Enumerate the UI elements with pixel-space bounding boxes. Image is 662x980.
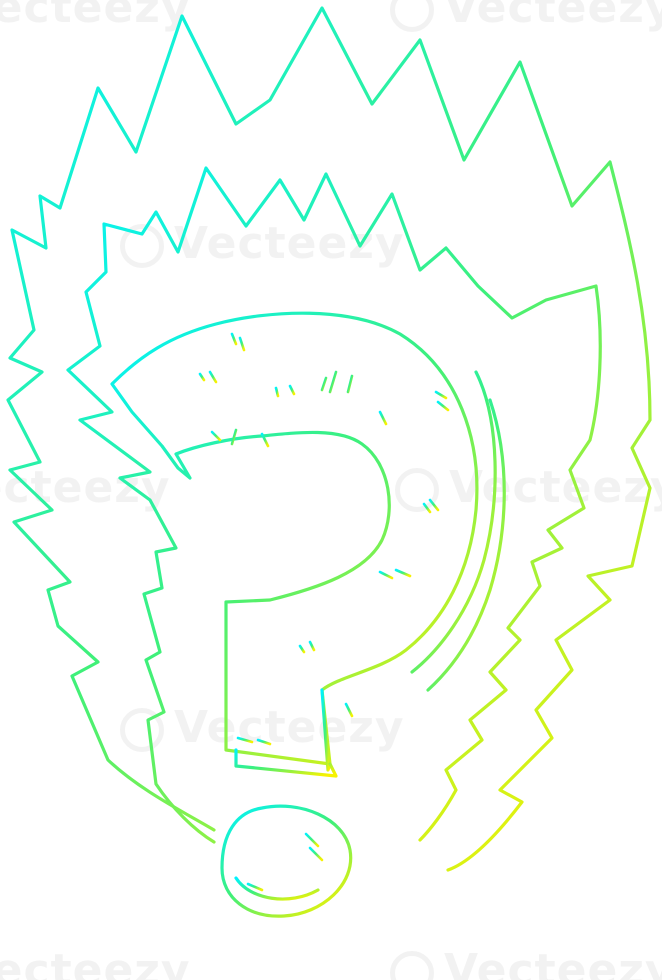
sketch-marks xyxy=(198,332,450,892)
inner-flame xyxy=(66,166,602,844)
question-mark-dot xyxy=(220,804,353,918)
question-mark-shading xyxy=(410,370,497,674)
outer-flame xyxy=(6,6,652,872)
question-mark-dot-inner xyxy=(234,876,320,901)
question-mark-shading xyxy=(426,398,506,692)
question-mark-outline xyxy=(110,311,479,766)
question-mark-shading xyxy=(234,748,338,778)
